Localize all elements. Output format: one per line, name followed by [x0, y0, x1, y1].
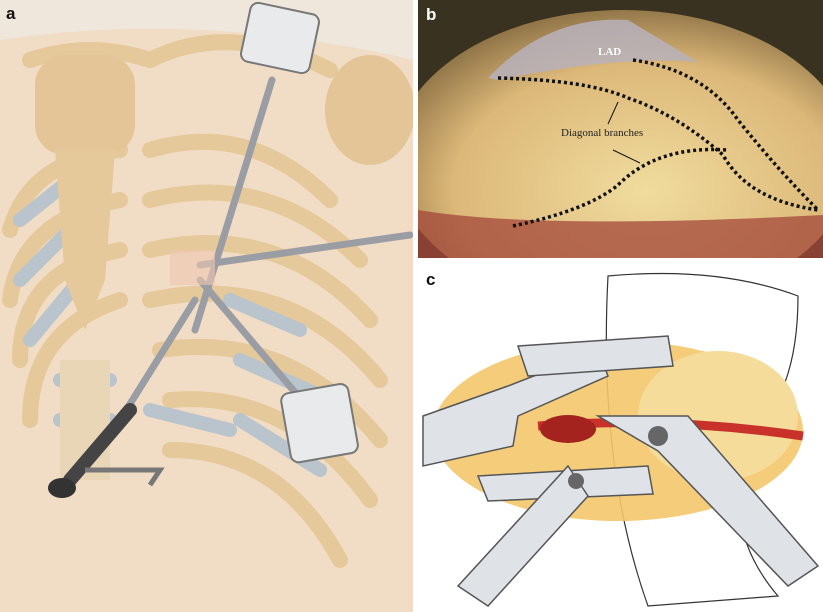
panel-b-label: b [426, 5, 437, 24]
heart-surface-photo [418, 0, 823, 258]
panel-a-thorax-illustration: a [0, 0, 413, 612]
thorax-ribcage-drawing [0, 0, 413, 612]
robotic-instruments-drawing [422, 272, 820, 607]
panel-b-endoscopic-photo: b LAD Diagonal branches [418, 0, 823, 258]
panel-c-anastomosis-illustration: c [418, 266, 823, 612]
lad-annotation: LAD [598, 46, 622, 58]
panel-a-label: a [6, 4, 16, 23]
diagonal-branches-annotation: Diagonal branches [561, 127, 644, 139]
panel-c-label: c [426, 270, 436, 289]
